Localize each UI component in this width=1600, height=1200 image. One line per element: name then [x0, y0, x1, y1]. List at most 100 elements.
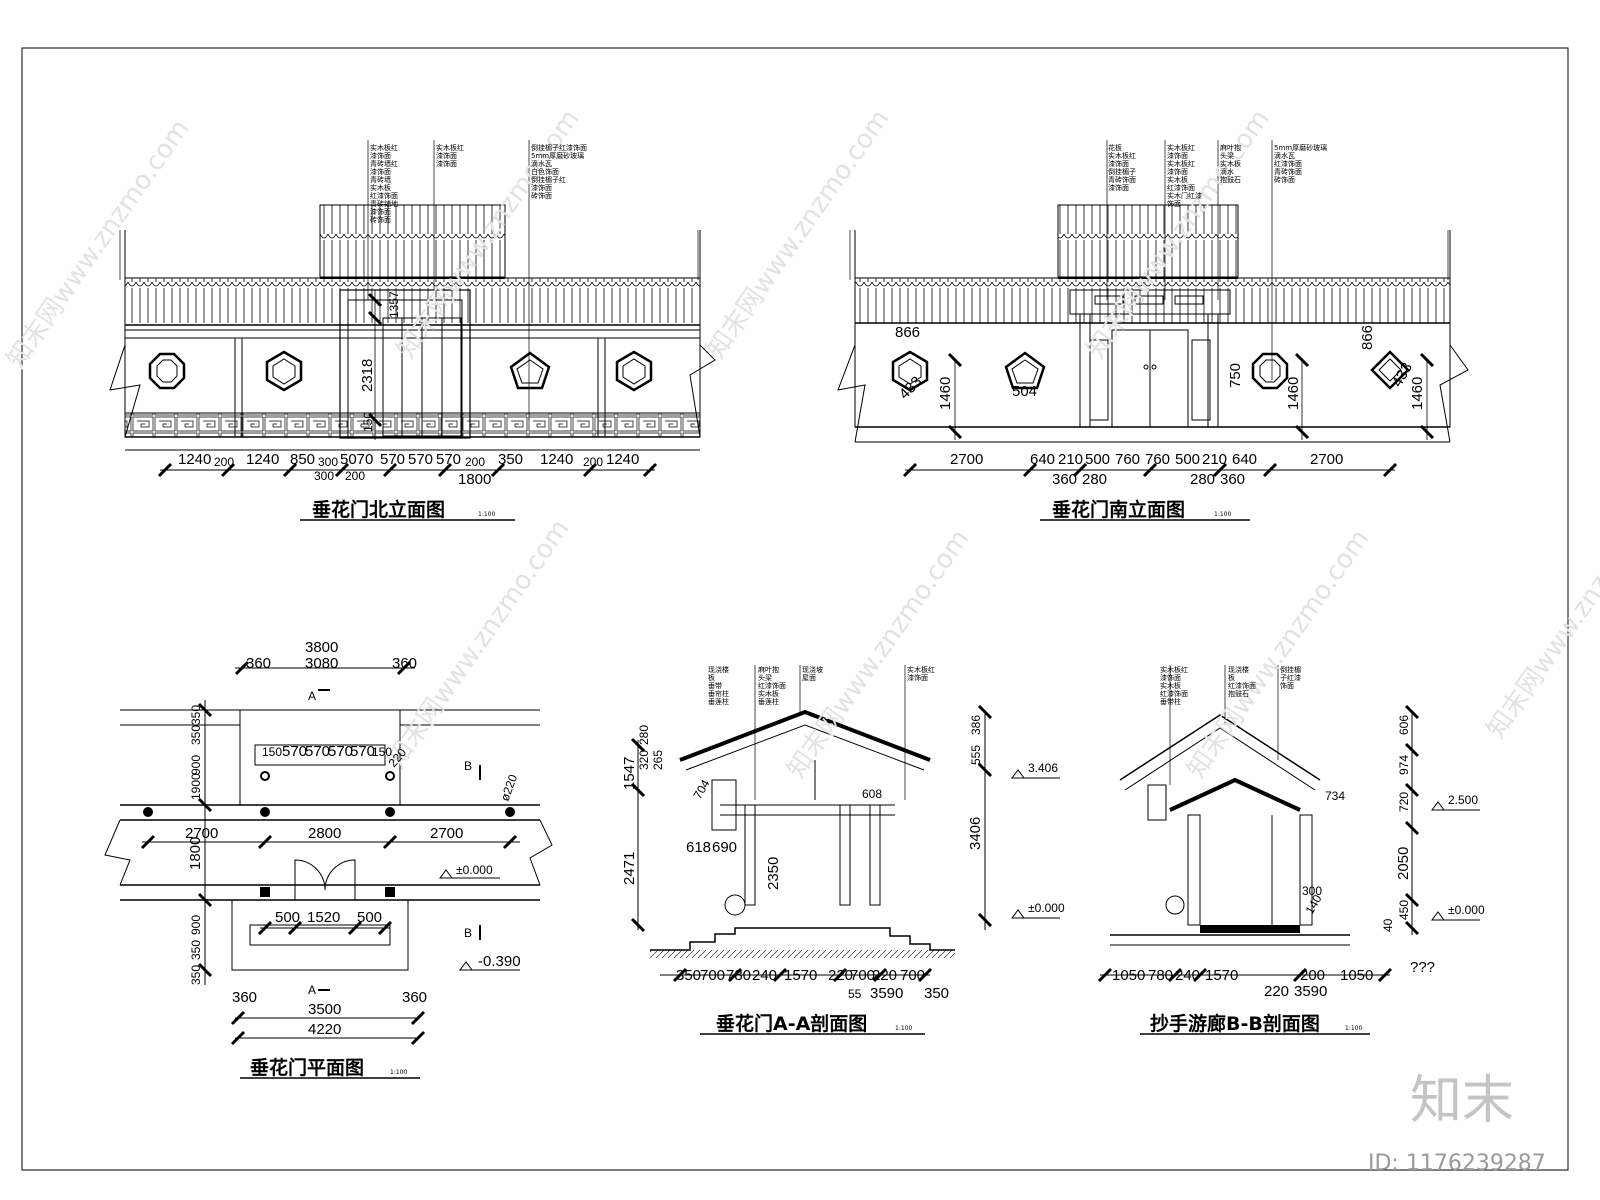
north-window-pentagon	[509, 351, 551, 390]
svg-text:ø220: ø220	[498, 772, 521, 803]
svg-text:555: 555	[969, 745, 983, 765]
aa-dims: 350 700 780 240 1570 220 700 220 700 350…	[621, 715, 1065, 1002]
bb-notes: 实木板红 漆饰面 实木板 红漆饰面 垂带柱 现浇楼 板 红漆饰面 抱鼓石 倒挂楣…	[1160, 665, 1301, 706]
svg-text:1547: 1547	[621, 757, 638, 790]
svg-text:漆饰面: 漆饰面	[1108, 159, 1129, 168]
svg-text:1460: 1460	[937, 377, 954, 410]
north-wall-plinth	[124, 412, 701, 438]
svg-text:570: 570	[305, 743, 330, 760]
section-aa-scale: 1:100	[895, 1025, 912, 1032]
svg-text:974: 974	[1397, 755, 1411, 775]
svg-text:现浇坡: 现浇坡	[802, 665, 823, 674]
svg-text:570: 570	[282, 743, 307, 760]
svg-text:360: 360	[232, 989, 257, 1006]
svg-text:866: 866	[1359, 325, 1376, 350]
svg-text:220: 220	[1264, 983, 1289, 1000]
svg-text:640: 640	[1232, 451, 1257, 468]
svg-text:青砖饰面: 青砖饰面	[1108, 175, 1136, 184]
svg-text:现浇楼: 现浇楼	[708, 665, 729, 674]
svg-text:抱鼓石: 抱鼓石	[1228, 689, 1249, 698]
bb-outer-roof	[1119, 714, 1321, 781]
svg-text:漆饰面: 漆饰面	[1160, 673, 1181, 682]
svg-text:倒挂楣子: 倒挂楣子	[1108, 167, 1136, 176]
south-window-diamond	[1370, 350, 1410, 390]
north-dims: 1240 200 1240 850 300 5070 570 570 570 2…	[178, 291, 639, 488]
gate-plan	[104, 660, 553, 1046]
south-window-hexagon	[891, 350, 929, 392]
svg-text:子红漆: 子红漆	[1280, 673, 1301, 682]
svg-text:漆饰面: 漆饰面	[1108, 183, 1129, 192]
svg-text:760: 760	[1145, 451, 1170, 468]
svg-text:2.500: 2.500	[1448, 793, 1478, 807]
svg-text:220: 220	[828, 967, 853, 984]
svg-text:砖饰面: 砖饰面	[531, 191, 552, 200]
watermark-text: 知末网www.znzmo.com	[701, 104, 895, 364]
svg-text:1570: 1570	[784, 967, 817, 984]
svg-text:饰面: 饰面	[1280, 681, 1294, 690]
svg-text:750: 750	[1227, 363, 1244, 388]
north-window-hexagon	[265, 350, 303, 392]
svg-text:5070: 5070	[340, 451, 373, 468]
svg-text:实木板: 实木板	[1167, 175, 1188, 184]
svg-text:700: 700	[900, 967, 925, 984]
svg-text:690: 690	[712, 839, 737, 856]
svg-text:垂莲柱: 垂莲柱	[758, 697, 779, 706]
svg-text:???: ???	[1410, 959, 1435, 976]
svg-text:220: 220	[872, 967, 897, 984]
svg-text:1050: 1050	[1340, 967, 1373, 984]
south-dims: 2700 640 210 500 760 760 500 210 640 270…	[895, 324, 1426, 488]
plan-scale: 1:100	[390, 1069, 407, 1076]
svg-text:麻叶抱: 麻叶抱	[1220, 143, 1241, 152]
svg-text:265: 265	[651, 750, 665, 770]
watermark-text: 知末网www.znzmo.com	[381, 514, 575, 774]
plan-north-bay	[239, 709, 401, 806]
svg-text:320: 320	[637, 750, 651, 770]
svg-text:砖饰面: 砖饰面	[370, 215, 391, 224]
svg-text:滴水: 滴水	[1220, 167, 1234, 176]
svg-text:实木板: 实木板	[758, 689, 779, 698]
south-gate-frieze	[1069, 289, 1231, 315]
svg-text:500: 500	[357, 909, 382, 926]
svg-text:608: 608	[862, 787, 882, 801]
svg-text:麻叶抱: 麻叶抱	[758, 665, 779, 674]
svg-text:2350: 2350	[765, 857, 782, 890]
svg-text:500: 500	[1175, 451, 1200, 468]
plan-dims: 3800 3080 360 360 150 570 570 570 570 15…	[185, 639, 521, 1038]
svg-text:A: A	[308, 983, 316, 997]
svg-text:1800: 1800	[458, 471, 491, 488]
svg-text:606: 606	[1397, 715, 1411, 735]
south-elevation-title: 垂花门南立面图	[1052, 498, 1185, 521]
svg-text:200: 200	[583, 455, 603, 469]
svg-text:360: 360	[246, 655, 271, 672]
svg-text:900: 900	[189, 755, 203, 775]
svg-text:2700: 2700	[185, 825, 218, 842]
svg-text:1570: 1570	[1205, 967, 1238, 984]
svg-text:倒挂楣: 倒挂楣	[1280, 665, 1301, 674]
svg-text:360: 360	[402, 989, 427, 1006]
svg-text:500: 500	[1085, 451, 1110, 468]
svg-text:3500: 3500	[308, 1001, 341, 1018]
svg-text:3406: 3406	[967, 817, 984, 850]
watermark-text: 知末网www.znzmo.com	[781, 524, 975, 784]
svg-text:垂莲柱: 垂莲柱	[708, 697, 729, 706]
svg-text:350: 350	[189, 725, 203, 745]
svg-text:实木板红: 实木板红	[1167, 143, 1195, 152]
svg-text:倒挂楣子红: 倒挂楣子红	[531, 175, 566, 184]
svg-text:板: 板	[708, 673, 715, 682]
svg-text:350: 350	[189, 705, 203, 725]
svg-text:漆饰面: 漆饰面	[370, 151, 391, 160]
svg-text:1520: 1520	[307, 909, 340, 926]
svg-text:漆饰面: 漆饰面	[907, 673, 928, 682]
south-window-octagon	[1251, 352, 1289, 390]
svg-text:280: 280	[1082, 471, 1107, 488]
svg-text:866: 866	[895, 324, 920, 341]
south-break-right	[1439, 230, 1469, 443]
section-bb	[1097, 665, 1480, 983]
svg-text:2700: 2700	[950, 451, 983, 468]
svg-text:实木板红: 实木板红	[436, 143, 464, 152]
north-elevation-scale: 1:100	[478, 511, 495, 518]
svg-text:1357: 1357	[387, 291, 401, 318]
svg-text:570: 570	[350, 743, 375, 760]
svg-text:300: 300	[1302, 884, 1322, 898]
